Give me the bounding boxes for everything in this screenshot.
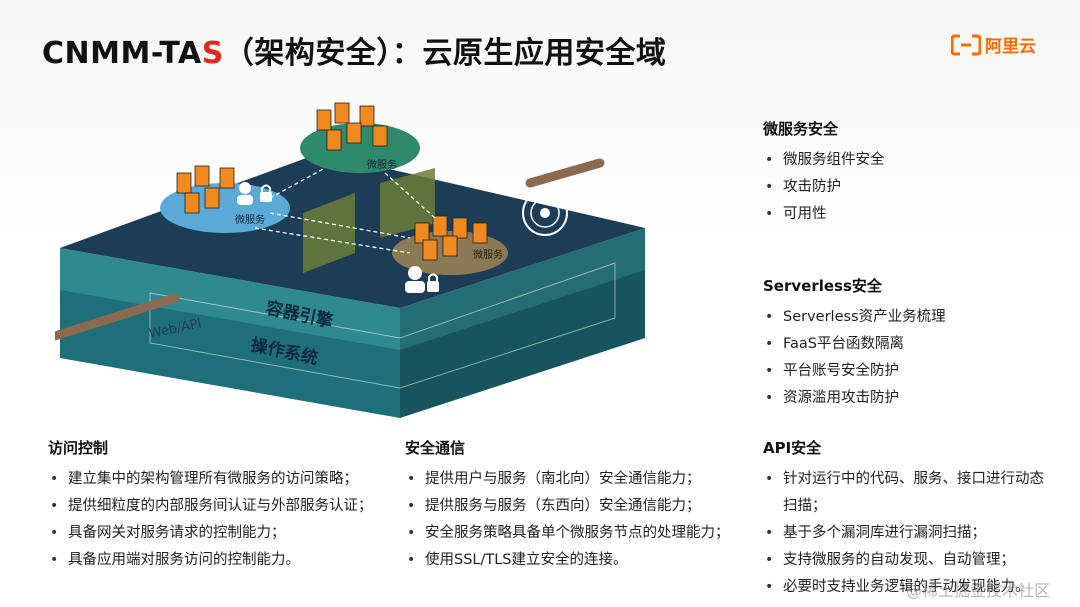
section-heading: Serverless安全 xyxy=(763,277,882,295)
list-item: Serverless资产业务梳理 xyxy=(763,304,946,331)
title-suffix: （架构安全）：云原生应用安全域 xyxy=(223,36,667,71)
list-item: 攻击防护 xyxy=(763,174,885,201)
section-heading: API安全 xyxy=(763,439,822,457)
container-outline xyxy=(149,262,616,389)
list-item: 针对运行中的代码、服务、接口进行动态 xyxy=(763,466,1044,493)
list-item: 具备应用端对服务访问的控制能力。 xyxy=(48,547,373,574)
list-item: 建立集中的架构管理所有微服务的访问策略； xyxy=(48,466,373,493)
list-item: 平台账号安全防护 xyxy=(763,358,946,385)
title-prefix: CNMM-TA xyxy=(42,36,202,71)
cluster-label-left: 微服务 xyxy=(235,213,265,226)
os-layer-side xyxy=(400,268,645,418)
list-item: 安全服务策略具备单个微服务节点的处理能力； xyxy=(405,520,730,547)
title-accent: S xyxy=(201,36,224,71)
list-item-continuation: 扫描； xyxy=(783,498,827,514)
list-item: FaaS平台函数隔离 xyxy=(763,331,946,358)
architecture-diagram: 微服务 微服务 微服务 Web/API xyxy=(55,102,645,418)
aliyun-logo: 阿里云 xyxy=(951,32,1036,57)
list-item: 支持微服务的自动发现、自动管理； xyxy=(763,547,1044,574)
list-item: 具备网关对服务请求的控制能力； xyxy=(48,520,373,547)
list-item: 使用SSL/TLS建立安全的连接。 xyxy=(405,547,730,574)
logo-text: 阿里云 xyxy=(985,37,1036,57)
list-item: 资源滥用攻击防护 xyxy=(763,385,946,412)
radar-icon xyxy=(522,190,568,236)
api-security-section: API安全 针对运行中的代码、服务、接口进行动态 扫描； 基于多个漏洞库进行漏洞… xyxy=(763,437,1044,601)
engine-layer-side xyxy=(400,228,645,350)
plane-1 xyxy=(303,193,355,273)
page-title: CNMM-TAS（架构安全）：云原生应用安全域 xyxy=(42,28,666,72)
watermark: @稀土掘金技术社区 xyxy=(905,581,1050,600)
list-item: 可用性 xyxy=(763,201,885,228)
section-heading: 安全通信 xyxy=(405,439,466,457)
traffic-arrows xyxy=(254,167,436,254)
list-item: 微服务组件安全 xyxy=(763,147,885,174)
serverless-security-section: Serverless安全 Serverless资产业务梳理 FaaS平台函数隔离… xyxy=(763,275,946,412)
section-heading: 访问控制 xyxy=(48,439,109,457)
cluster-label-right: 微服务 xyxy=(473,248,503,261)
aliyun-logo-icon xyxy=(951,34,981,55)
cluster-label-top: 微服务 xyxy=(367,158,397,171)
list-item: 基于多个漏洞库进行漏洞扫描； xyxy=(763,520,1044,547)
list-item: 提供细粒度的内部服务间认证与外部服务认证； xyxy=(48,493,373,520)
server-blocks xyxy=(176,102,488,261)
pipe-left xyxy=(55,293,180,341)
list-item: 必要时支持业务逻辑的手动发现能力。 xyxy=(763,574,1044,601)
section-heading: 微服务安全 xyxy=(763,120,839,138)
secure-communication-section: 安全通信 提供用户与服务（南北向）安全通信能力； 提供服务与服务（东西向）安全通… xyxy=(405,437,730,574)
os-layer-front xyxy=(60,288,400,418)
user-lock-icon xyxy=(237,182,272,205)
pipe-right xyxy=(525,158,605,188)
list-item: 提供用户与服务（南北向）安全通信能力； xyxy=(405,466,730,493)
engine-layer-front xyxy=(60,248,400,350)
list-item: 提供服务与服务（东西向）安全通信能力； xyxy=(405,493,730,520)
microservice-security-section: 微服务安全 微服务组件安全 攻击防护 可用性 xyxy=(763,118,885,228)
access-control-section: 访问控制 建立集中的架构管理所有微服务的访问策略； 提供细粒度的内部服务间认证与… xyxy=(48,437,373,574)
plane-2 xyxy=(380,168,435,238)
user-lock-icon-right xyxy=(405,266,439,293)
